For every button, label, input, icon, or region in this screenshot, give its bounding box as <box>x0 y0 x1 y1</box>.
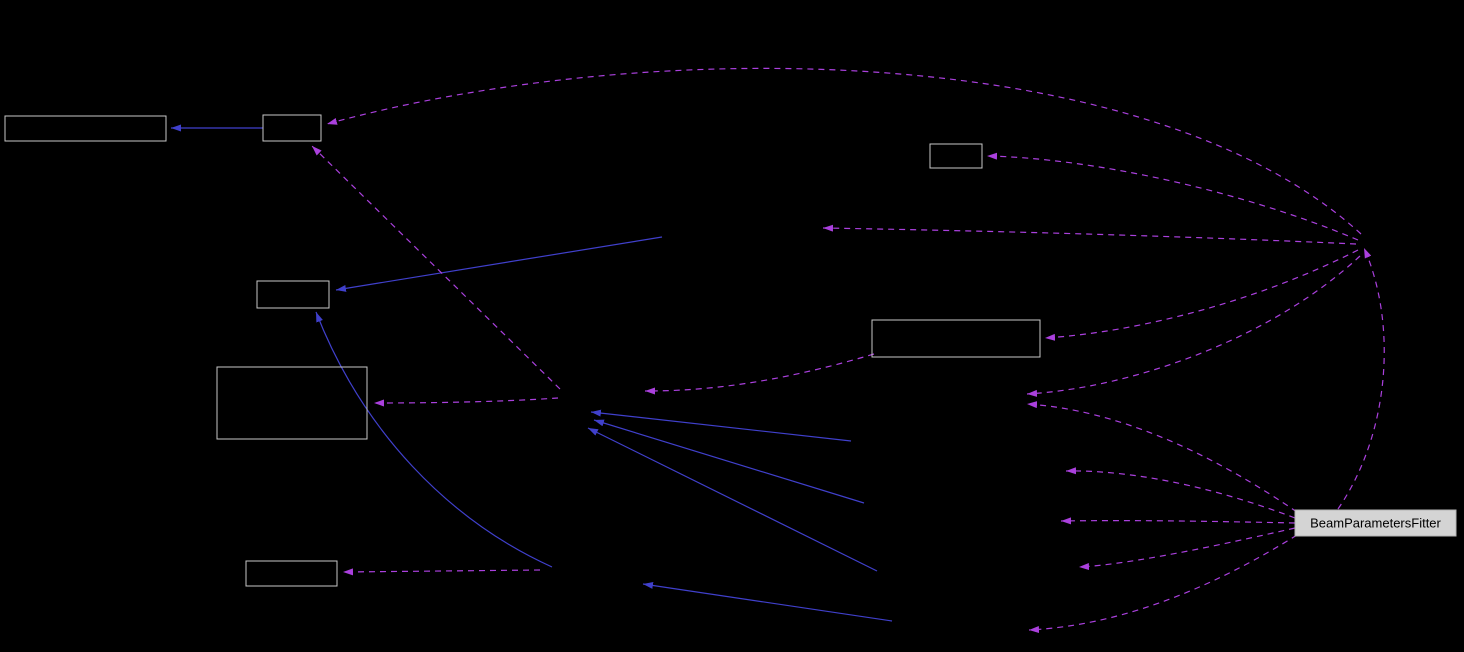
node-box-2[interactable] <box>262 114 322 142</box>
node-box-3[interactable] <box>929 143 983 169</box>
node-box-7[interactable] <box>245 560 338 587</box>
usage-edge <box>644 353 875 395</box>
node-box-4[interactable] <box>256 280 330 309</box>
inheritance-edge <box>590 409 852 442</box>
usage-edge <box>1078 527 1296 571</box>
inheritance-edge <box>335 236 663 292</box>
usage-edge <box>311 145 561 390</box>
node-box-6[interactable] <box>871 319 1041 358</box>
usage-edge <box>1026 255 1361 397</box>
node-beamparametersfitter-label: BeamParametersFitter <box>1310 516 1441 531</box>
usage-edge <box>822 224 1357 245</box>
usage-edge <box>1065 467 1296 519</box>
usage-edge <box>986 152 1359 241</box>
usage-edge <box>1337 247 1385 510</box>
usage-edge <box>1060 517 1296 525</box>
inheritance-edge <box>315 311 553 568</box>
inheritance-edge <box>642 582 893 622</box>
inheritance-edge <box>593 419 865 504</box>
inheritance-edge <box>587 427 878 572</box>
usage-edge <box>326 67 1362 235</box>
usage-edge <box>1028 534 1298 634</box>
usage-edge <box>373 397 559 407</box>
node-box-1[interactable] <box>4 115 167 142</box>
usage-edge <box>342 568 541 576</box>
node-box-5[interactable] <box>216 366 368 440</box>
node-beamparametersfitter[interactable] <box>1294 509 1457 537</box>
usage-edge <box>1026 401 1298 513</box>
usage-edge <box>1044 249 1359 341</box>
